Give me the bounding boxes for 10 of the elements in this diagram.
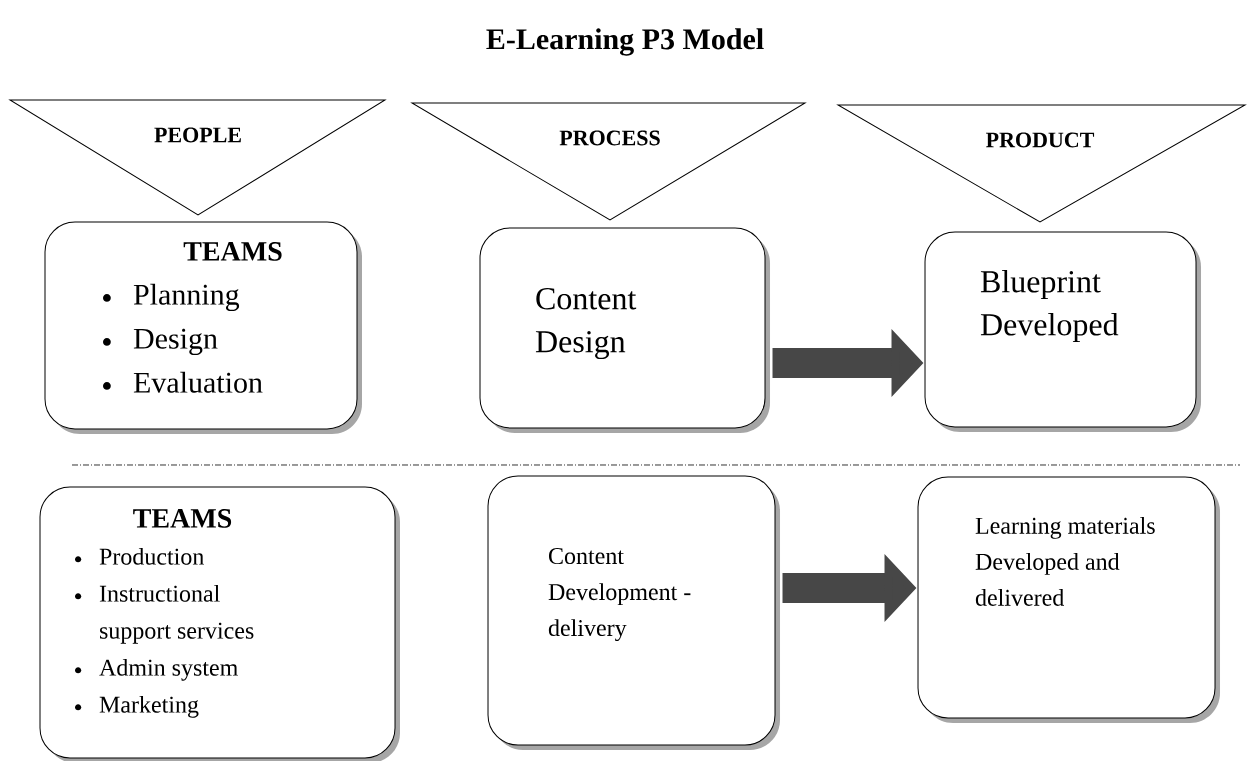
rounded-box: TEAMS Planning Design Evaluation [44, 221, 362, 434]
triangle-banner: PROCESS [411, 102, 806, 221]
rounded-box: Content Design [479, 227, 770, 433]
rounded-box: Content Development - delivery [487, 475, 780, 750]
rounded-box: Blueprint Developed [924, 231, 1201, 432]
rounded-box: TEAMS Production Instructional support services Admin system Marketing [39, 486, 400, 761]
rounded-box: Learning materials Developed and delivered [917, 476, 1220, 723]
triangle-banner: PRODUCT [837, 104, 1246, 223]
title: E-Learning P3 Model [486, 28, 764, 56]
triangle-banner: PEOPLE [9, 99, 386, 216]
